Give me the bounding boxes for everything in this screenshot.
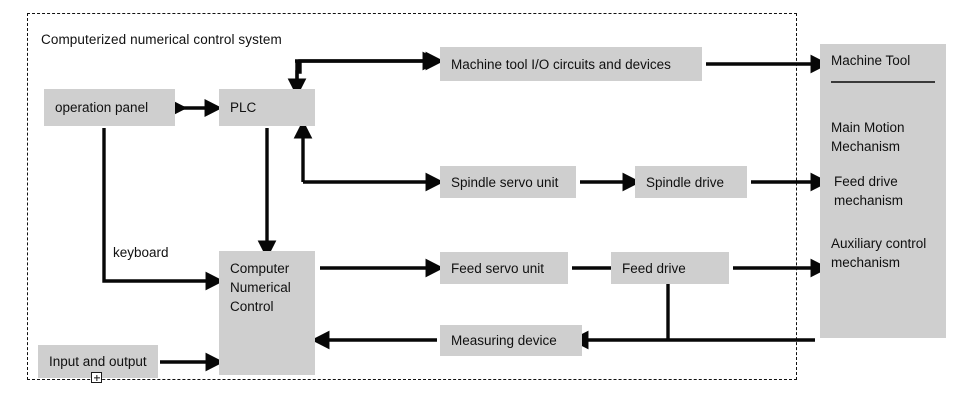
node-operation-panel-label: operation panel (55, 100, 149, 115)
node-operation-panel[interactable]: operation panel (44, 89, 175, 126)
node-cnc-line-2: Numerical (230, 280, 291, 295)
node-cnc-line-3: Control (230, 299, 274, 314)
machine-tool-item-auxiliary-control-line-2: mechanism (831, 255, 901, 270)
node-feed-drive[interactable]: Feed drive (611, 252, 729, 284)
machine-tool-item-feed-drive-line-1: Feed drive (834, 174, 898, 189)
machine-tool-item-auxiliary-control-line-1: Auxiliary control (831, 236, 927, 251)
node-cnc-line-1: Computer (230, 261, 290, 276)
node-plc-label: PLC (230, 100, 257, 115)
edge-plc-machine-tool-io (295, 51, 444, 90)
node-measuring-device-label: Measuring device (451, 333, 557, 348)
machine-tool-item-main-motion: Main Motion Mechanism (831, 118, 905, 156)
machine-tool-item-main-motion-line-1: Main Motion (831, 120, 905, 135)
system-boundary-label: Computerized numerical control system (41, 32, 282, 47)
node-spindle-servo-unit[interactable]: Spindle servo unit (440, 166, 576, 198)
node-machine-tool-io[interactable]: Machine tool I/O circuits and devices (440, 47, 702, 81)
system-boundary (27, 13, 797, 380)
node-spindle-drive-label: Spindle drive (646, 174, 725, 190)
node-feed-servo-unit[interactable]: Feed servo unit (440, 252, 568, 284)
node-input-and-output-label: Input and output (49, 354, 147, 369)
node-plc[interactable]: PLC (219, 89, 315, 126)
node-spindle-servo-unit-label: Spindle servo unit (451, 174, 559, 190)
machine-tool-item-main-motion-line-2: Mechanism (831, 139, 901, 154)
edge-label-keyboard: keyboard (113, 245, 169, 260)
edge-operation-panel-cnc (102, 128, 224, 291)
machine-tool-item-feed-drive-line-2: mechanism (834, 193, 904, 208)
node-machine-tool-io-label: Machine tool I/O circuits and devices (451, 56, 671, 72)
node-feed-servo-unit-label: Feed servo unit (451, 260, 545, 276)
node-cnc[interactable]: Computer Numerical Control (219, 251, 315, 375)
node-spindle-drive[interactable]: Spindle drive (635, 166, 747, 198)
node-measuring-device[interactable]: Measuring device (440, 325, 582, 356)
node-feed-drive-label: Feed drive (622, 260, 686, 276)
node-machine-tool[interactable]: Machine Tool Main Motion Mechanism Feed … (820, 44, 946, 338)
resize-handle-icon[interactable] (91, 372, 102, 383)
machine-tool-divider (831, 81, 935, 83)
machine-tool-item-auxiliary-control: Auxiliary control mechanism (831, 234, 926, 272)
machine-tool-item-feed-drive: Feed drive mechanism (834, 172, 903, 210)
machine-tool-title: Machine Tool (831, 53, 911, 68)
